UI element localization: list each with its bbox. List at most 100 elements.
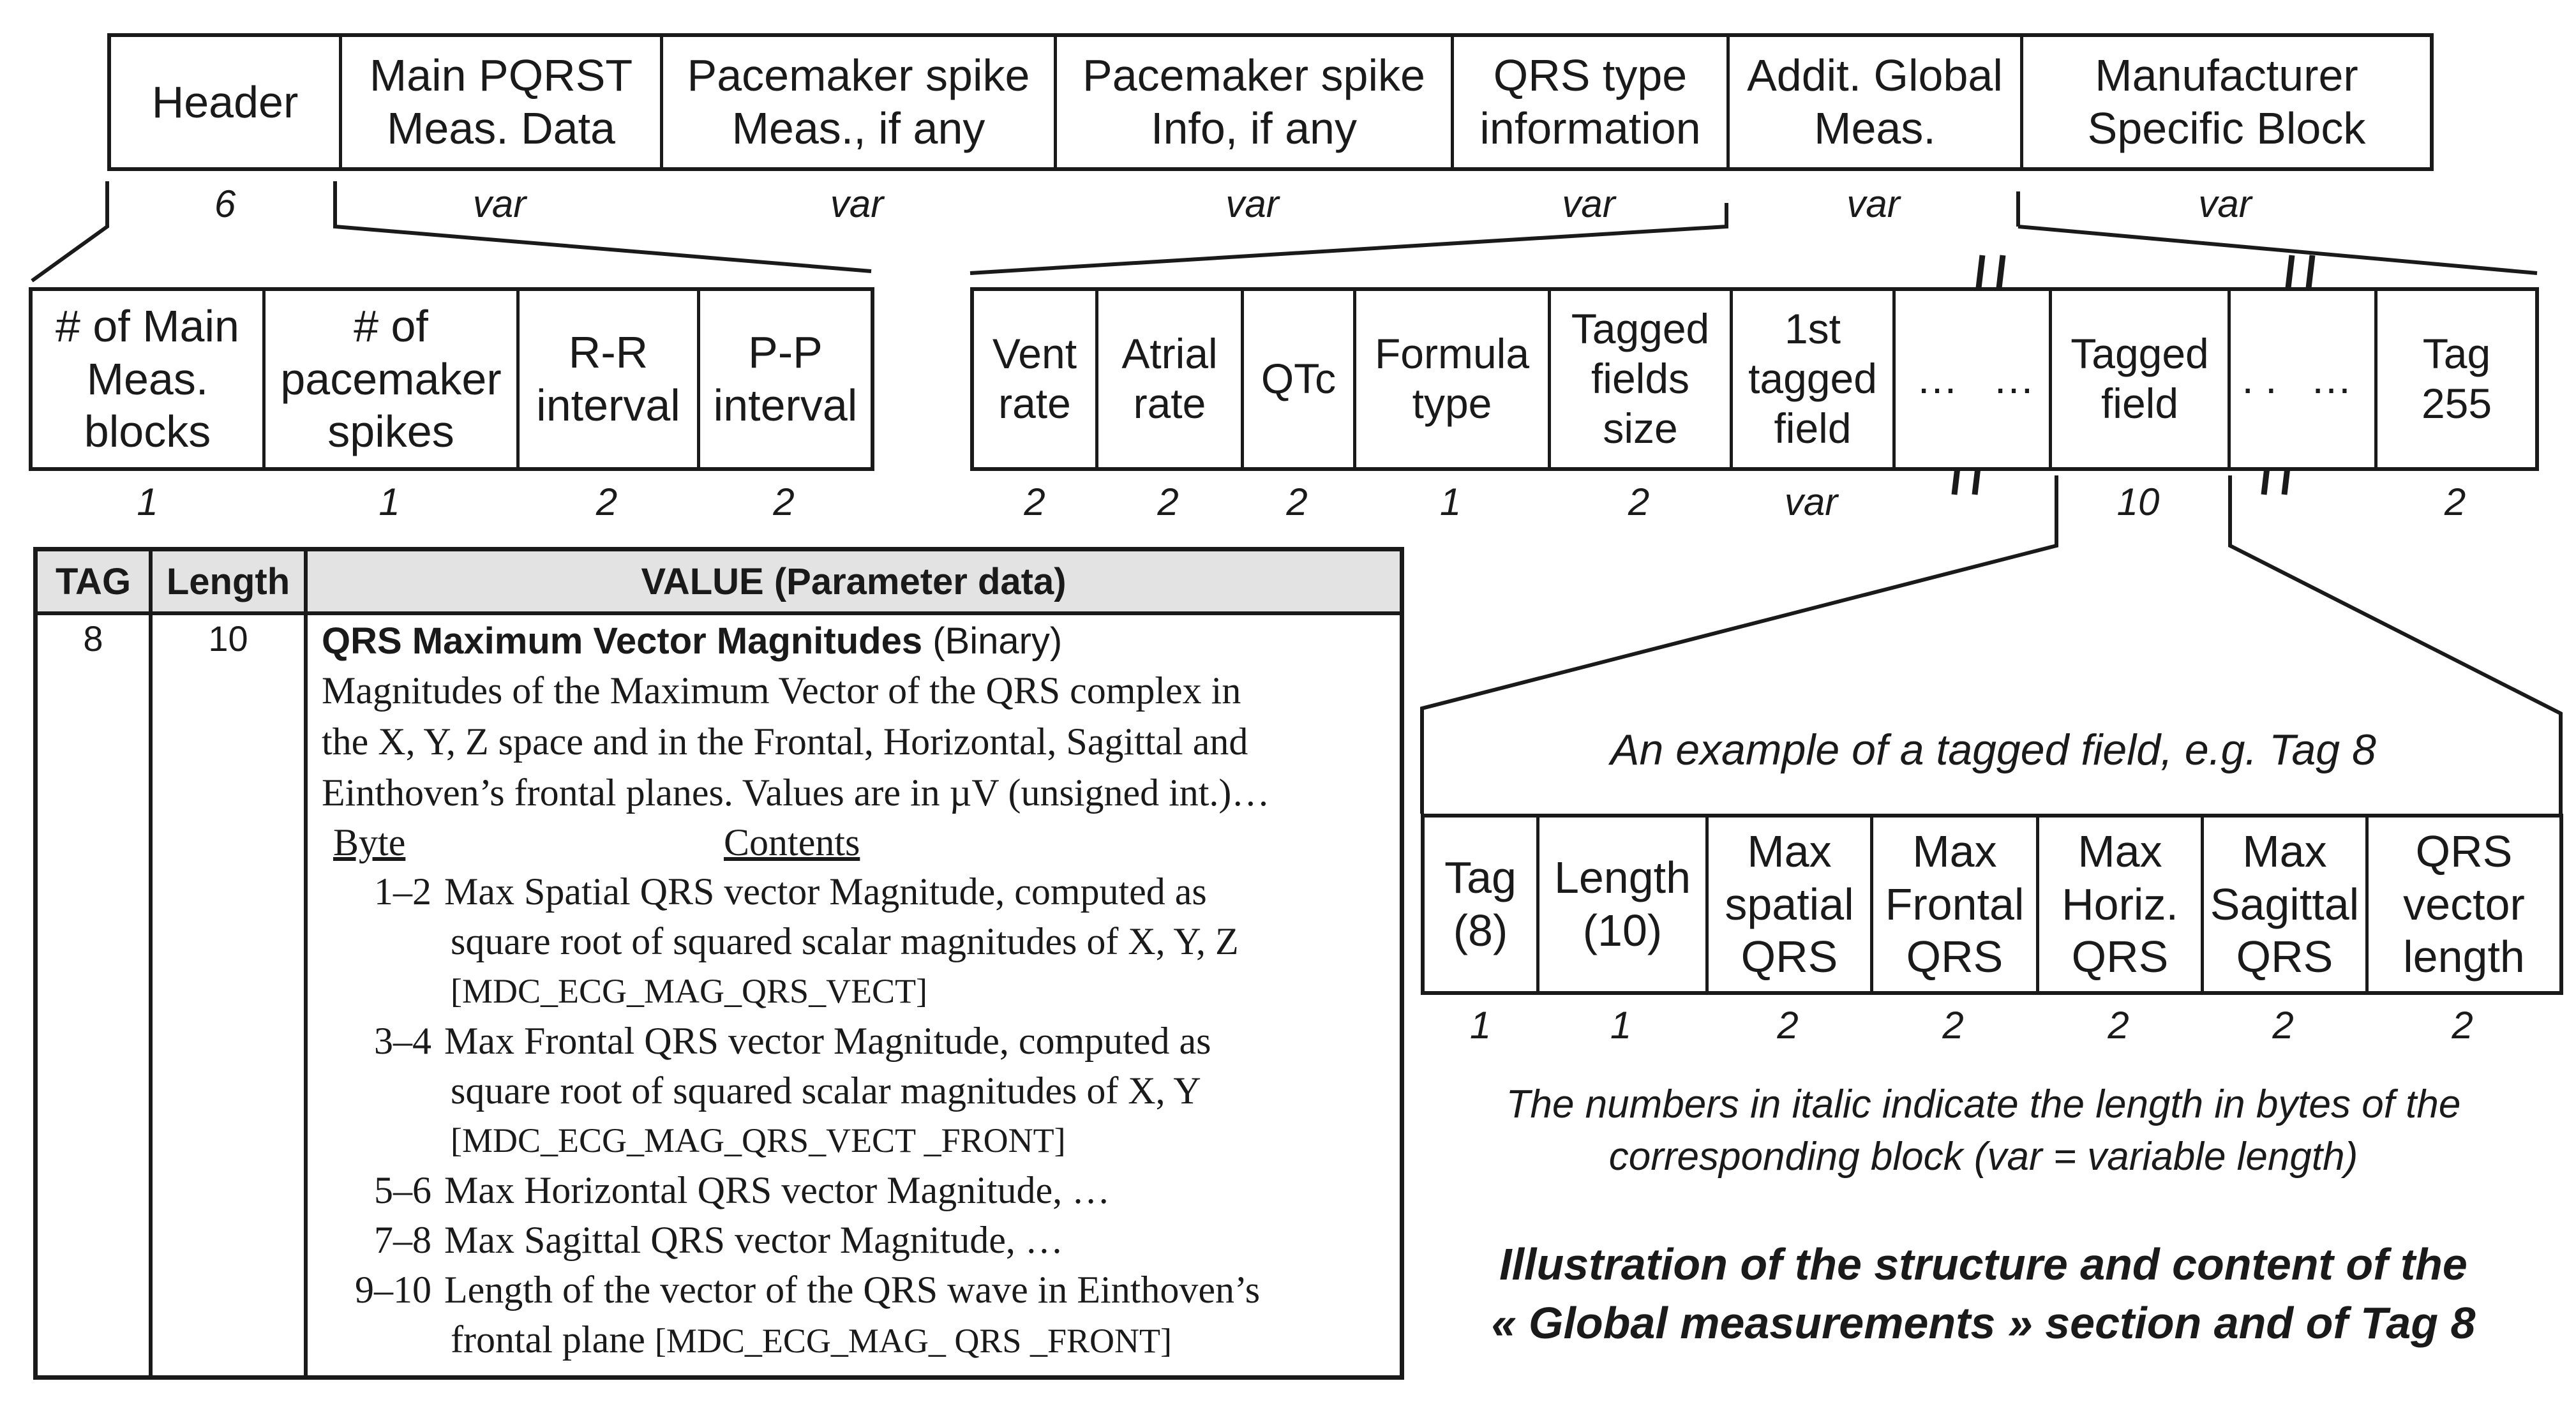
byte-header: Byte [333,821,406,863]
table-divider-1 [149,551,153,1375]
byte-contents-line: Max Spatial QRS vector Magnitude, comput… [444,870,1207,913]
value-description: Magnitudes of the Maximum Vector of the … [322,665,1387,818]
table-header-length: Length [153,551,304,615]
byte-contents-line: Max Horizontal QRS vector Magnitude, … [444,1169,1111,1211]
pqrst-length-label: 2 [773,481,795,523]
title-line: « Global measurements » section and of T… [1491,1298,2476,1348]
length-header-label: Length [166,560,290,602]
note-line: The numbers in italic indicate the lengt… [1506,1082,2461,1126]
description-line: Magnitudes of the Maximum Vector of the … [322,669,1241,712]
byte-contents-line: Length of the vector of the QRS wave in … [444,1269,1261,1311]
global-length-label: 1 [1439,481,1462,523]
description-line: the X, Y, Z space and in the Frontal, Ho… [322,721,1248,763]
top-row-cell: Main PQRST Meas. Data [339,37,660,167]
tag8-cell: QRS vector length [2365,818,2559,991]
tag8-length-label: 2 [2272,1004,2294,1047]
top-row-cell: Header [151,77,299,127]
pqrst-cell: P-P interval [697,291,871,467]
tag8-length-label: 2 [2108,1004,2129,1047]
record-structure-row: Header Main PQRST Meas. Data Pacemaker spi… [107,33,2434,171]
tag8-length-label: 2 [1942,1004,1964,1047]
table-header-value: VALUE (Parameter data) [308,551,1400,615]
mdc-code: [MDC_ECG_MAG_QRS_VECT] [451,972,928,1010]
tag8-cell: Max Horiz. QRS [2036,818,2201,991]
byte-row: 1–2 Max Spatial QRS vector Magnitude, com… [322,867,1387,1016]
top-row-length-label: 6 [214,183,236,225]
byte-contents-line: square root of squared scalar magnitudes… [451,920,1239,962]
value-title-bold: QRS Maximum Vector Magnitudes [322,620,923,662]
pqrst-length-label: 2 [595,481,618,523]
global-length-label: 2 [1024,481,1045,523]
connector-header-to-pqrst [31,181,109,283]
byte-contents-line: frontal plane [MDC_ECG_MAG_ QRS _FRONT] [444,1315,1387,1366]
connector-global-bracket-right-diag [2018,225,2538,275]
table-header-tag: TAG [38,551,149,615]
note-line: corresponding block (var = variable leng… [1608,1135,2358,1179]
tag8-length-label: 1 [1469,1004,1492,1047]
pqrst-cell: # of pacemaker spikes [262,291,516,467]
global-cell: Tagged fields size [1548,291,1730,467]
top-row-length-label: var [2198,183,2252,225]
mdc-code: [MDC_ECG_MAG_QRS_VECT _FRONT] [451,1121,1066,1160]
global-cell: . . [2228,291,2288,467]
byte-range: 1–2 [374,870,431,913]
byte-range: 5–6 [374,1169,431,1211]
top-row-length-label: var [830,183,884,225]
tag8-cell: Length (10) [1536,818,1705,991]
global-cell: QTc [1241,291,1353,467]
pqrst-length-label: 1 [378,481,400,523]
global-length-label: 2 [1286,481,1308,523]
tag8-length-label: 2 [1777,1004,1799,1047]
global-cell: … [1892,291,1979,467]
global-cell: 1st tagged field [1730,291,1892,467]
tag-header-label: TAG [55,560,131,602]
byte-row: 5–6 Max Horizontal QRS vector Magnitude, … [322,1165,1387,1215]
top-row-cell: QRS type information [1451,37,1726,167]
tag8-cell: Max Sagittal QRS [2201,818,2365,991]
break-mark [2263,283,2314,475]
mdc-code: [MDC_ECG_MAG_ QRS _FRONT] [654,1322,1172,1360]
tag8-cell: Tag (8) [1444,853,1516,955]
byte-range: 7–8 [374,1219,431,1261]
italic-length-note: The numbers in italic indicate the lengt… [1398,1079,2569,1183]
global-cell: … [2310,355,2353,403]
byte-rows: 1–2 Max Spatial QRS vector Magnitude, com… [322,867,1387,1366]
frontal-plane-text: frontal plane [451,1318,645,1361]
description-line: Einthoven’s frontal planes. Values are i… [322,772,1270,814]
top-row-length-label: var [1846,183,1900,225]
byte-contents-header: Byte Contents [322,818,1387,867]
value-title-type: (Binary) [922,620,1063,662]
pqrst-length-label: 1 [137,481,158,523]
pqrst-cell: R-R interval [516,291,697,467]
top-row-length-label: var [1562,183,1615,225]
top-row-length-label: var [1225,183,1279,225]
top-row-cell: Addit. Global Meas. [1726,37,2020,167]
top-row-length-label: var [472,183,527,225]
global-cell: Atrial rate [1095,291,1241,467]
connector-pqrst-bracket [333,181,872,273]
tag-value-table: TAG Length VALUE (Parameter data) 8 10 Q… [33,547,1404,1380]
global-cell: … [1993,355,2035,403]
tag8-length-label: 2 [2452,1004,2473,1047]
top-row-cell: Pacemaker spike Info, if any [1054,37,1451,167]
tag-value-cell: 8 [83,618,103,659]
global-length-label: 10 [2116,481,2160,523]
byte-contents-line: Max Sagittal QRS vector Magnitude, … [444,1219,1063,1261]
byte-row: 7–8 Max Sagittal QRS vector Magnitude, … [322,1215,1387,1265]
byte-contents-line: Max Frontal QRS vector Magnitude, comput… [444,1020,1211,1062]
tag8-example-caption: An example of a tagged field, e.g. Tag 8 [1610,726,2376,774]
byte-contents-line: square root of squared scalar magnitudes… [451,1070,1201,1112]
tag8-cell: Max spatial QRS [1705,818,1870,991]
global-length-label: var [1784,481,1838,523]
table-divider-2 [304,551,308,1375]
top-row-cell: Manufacturer Specific Block [2020,37,2430,167]
global-length-label: 2 [2444,481,2466,523]
global-cell: Formula type [1353,291,1548,467]
break-mark [1953,283,2004,475]
tag8-cell: Max Frontal QRS [1870,818,2036,991]
tag8-length-label: 1 [1610,1004,1632,1047]
